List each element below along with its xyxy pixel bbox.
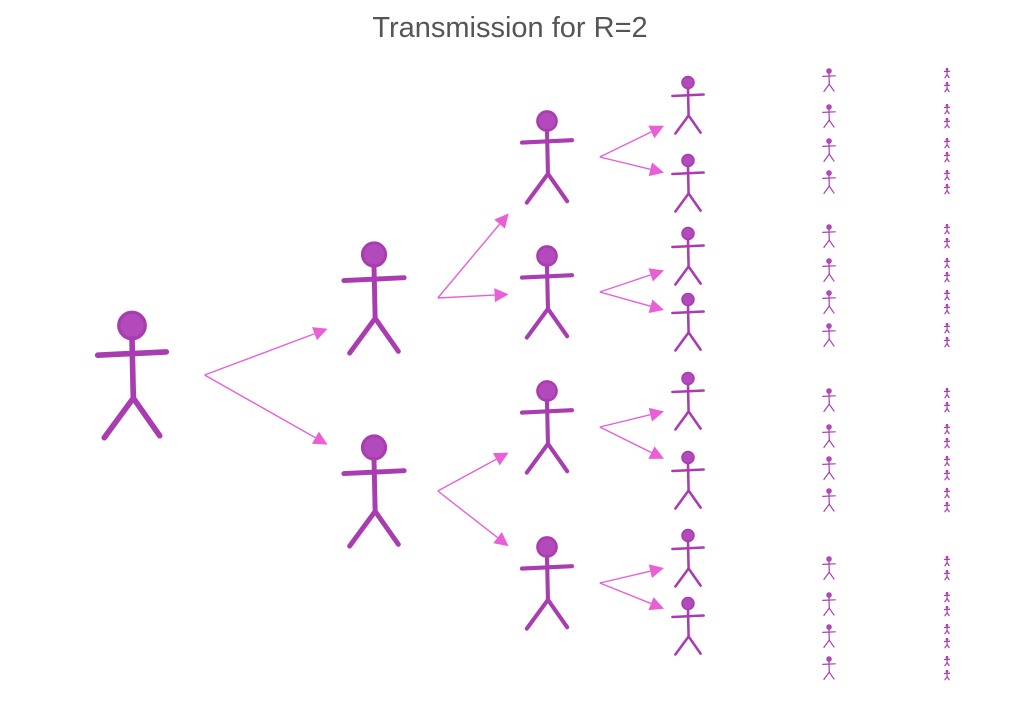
diagram-title: Transmission for R=2 xyxy=(372,12,648,44)
stick-figure-icon xyxy=(671,450,705,510)
arrow-icon xyxy=(437,490,509,547)
arrow-icon xyxy=(204,327,328,376)
stick-figure-icon xyxy=(943,487,951,499)
stick-figure-icon xyxy=(822,258,836,282)
stick-figure-icon xyxy=(943,455,951,467)
stick-figure-icon xyxy=(822,592,836,617)
stick-figure-icon xyxy=(943,637,951,649)
stick-figure-icon xyxy=(822,104,836,129)
stick-figure-icon xyxy=(822,656,836,681)
arrow-icon xyxy=(599,156,664,177)
stick-figure-icon xyxy=(822,624,836,649)
stick-figure-icon xyxy=(943,401,951,413)
stick-figure-icon xyxy=(822,138,836,162)
stick-figure-icon xyxy=(943,569,951,581)
stick-figure-icon xyxy=(519,536,575,631)
arrow-icon xyxy=(599,407,664,428)
stick-figure-icon xyxy=(943,437,951,449)
stick-figure-icon xyxy=(341,241,407,356)
stick-figure-icon xyxy=(943,605,951,617)
stick-figure-icon xyxy=(671,75,705,135)
stick-figure-icon xyxy=(943,223,951,235)
stick-figure-icon xyxy=(943,289,951,301)
stick-figure-icon xyxy=(943,655,951,667)
arrow-icon xyxy=(599,291,664,313)
arrow-icon xyxy=(204,374,328,445)
stick-figure-icon xyxy=(822,424,836,448)
arrow-icon xyxy=(599,125,664,158)
stick-figure-icon xyxy=(519,110,575,205)
stick-figure-icon xyxy=(943,117,951,129)
stick-figure-icon xyxy=(943,555,951,567)
arrow-icon xyxy=(599,426,664,459)
stick-figure-icon xyxy=(943,237,951,249)
stick-figure-icon xyxy=(671,153,705,213)
stick-figure-icon xyxy=(822,170,836,194)
arrow-icon xyxy=(437,288,509,303)
stick-figure-icon xyxy=(943,669,951,681)
stick-figure-icon xyxy=(943,137,951,149)
stick-figure-icon xyxy=(943,67,951,79)
stick-figure-icon xyxy=(943,271,951,283)
stick-figure-icon xyxy=(671,292,705,352)
stick-figure-icon xyxy=(943,423,951,435)
stick-figure-icon xyxy=(519,245,575,340)
stick-figure-icon xyxy=(671,528,705,588)
arrow-icon xyxy=(437,213,509,299)
stick-figure-icon xyxy=(943,169,951,181)
stick-figure-icon xyxy=(943,303,951,315)
stick-figure-icon xyxy=(822,388,836,412)
stick-figure-icon xyxy=(943,336,951,348)
stick-figure-icon xyxy=(943,257,951,269)
stick-figure-icon xyxy=(341,434,407,549)
stick-figure-icon xyxy=(822,456,836,480)
stick-figure-icon xyxy=(822,290,836,314)
stick-figure-icon xyxy=(519,380,575,475)
stick-figure-icon xyxy=(943,183,951,195)
arrow-icon xyxy=(599,268,664,293)
stick-figure-icon xyxy=(943,81,951,93)
stick-figure-icon xyxy=(822,68,836,93)
stick-figure-icon xyxy=(943,322,951,334)
stick-figure-icon xyxy=(943,591,951,603)
stick-figure-icon xyxy=(822,323,836,347)
arrow-icon xyxy=(599,582,664,611)
stick-figure-icon xyxy=(822,224,836,248)
stick-figure-icon xyxy=(671,371,705,431)
stick-figure-icon xyxy=(943,623,951,635)
stick-figure-icon xyxy=(943,103,951,115)
stick-figure-icon xyxy=(943,151,951,163)
arrow-icon xyxy=(437,452,509,492)
arrow-icon xyxy=(599,564,664,584)
stick-figure-icon xyxy=(822,488,836,512)
stick-figure-icon xyxy=(94,310,170,441)
stick-figure-icon xyxy=(943,501,951,513)
stick-figure-icon xyxy=(943,469,951,481)
stick-figure-icon xyxy=(822,556,836,581)
stick-figure-icon xyxy=(671,596,705,656)
stick-figure-icon xyxy=(943,387,951,399)
stick-figure-icon xyxy=(671,226,705,286)
